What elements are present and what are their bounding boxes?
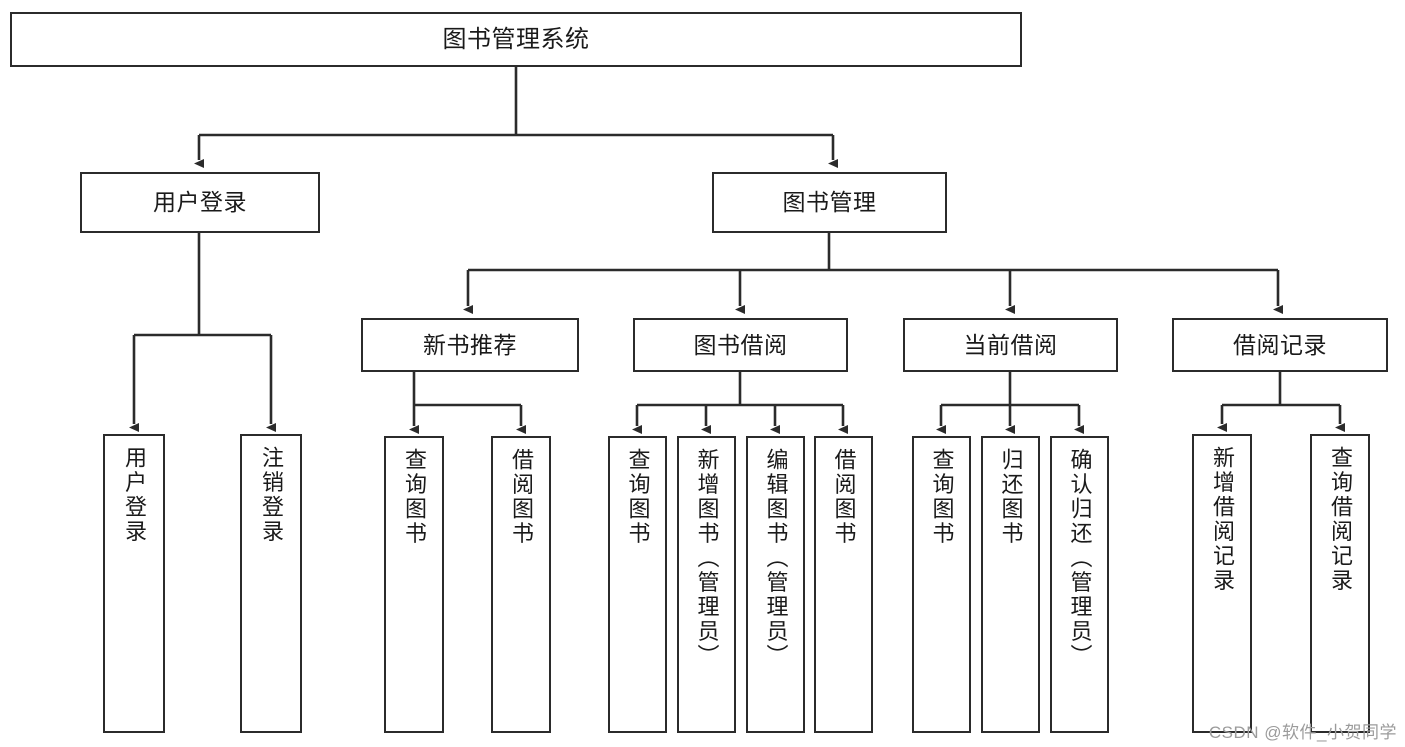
node-label: 新书推荐 bbox=[423, 331, 517, 358]
node-leaf-confirm-return[interactable]: 确认归还（管理员） bbox=[1050, 436, 1109, 733]
edge-group-current-borrow bbox=[936, 372, 1084, 434]
node-leaf-borrow-book-1[interactable]: 借阅图书 bbox=[491, 436, 551, 733]
node-label: 图书管理 bbox=[782, 189, 877, 216]
node-label: 借阅记录 bbox=[1233, 331, 1327, 358]
csdn-watermark: CSDN @软件_小贺同学 bbox=[1208, 723, 1397, 742]
node-label: 注销登录 bbox=[258, 446, 284, 544]
node-label: 编辑图书（管理员） bbox=[763, 448, 789, 669]
node-label: 新增借阅记录 bbox=[1209, 446, 1235, 593]
node-leaf-query-book-1[interactable]: 查询图书 bbox=[384, 436, 444, 733]
node-label: 确认归还（管理员） bbox=[1067, 448, 1093, 669]
node-leaf-add-record[interactable]: 新增借阅记录 bbox=[1192, 434, 1252, 733]
node-label: 借阅图书 bbox=[508, 448, 534, 546]
edge-group-book-manage bbox=[463, 233, 1283, 314]
node-book-manage[interactable]: 图书管理 bbox=[712, 172, 947, 233]
node-leaf-return-book[interactable]: 归还图书 bbox=[981, 436, 1040, 733]
node-label: 当前借阅 bbox=[963, 331, 1058, 358]
node-leaf-user-login[interactable]: 用户登录 bbox=[103, 434, 165, 733]
node-user-login[interactable]: 用户登录 bbox=[80, 172, 320, 233]
node-book-borrow[interactable]: 图书借阅 bbox=[633, 318, 848, 372]
node-label: 查询借阅记录 bbox=[1327, 446, 1353, 593]
node-current-borrow[interactable]: 当前借阅 bbox=[903, 318, 1118, 372]
node-label: 用户登录 bbox=[121, 446, 147, 544]
node-label: 图书管理系统 bbox=[442, 25, 590, 53]
node-label: 新增图书（管理员） bbox=[694, 448, 720, 669]
edge-group-user-login bbox=[129, 233, 276, 432]
node-label: 归还图书 bbox=[998, 448, 1024, 546]
node-label: 查询图书 bbox=[401, 448, 427, 546]
node-label: 查询图书 bbox=[929, 448, 955, 546]
edge-group-book-borrow bbox=[632, 372, 848, 434]
node-new-book-recommend[interactable]: 新书推荐 bbox=[361, 318, 579, 372]
node-label: 查询图书 bbox=[625, 448, 651, 546]
node-leaf-add-book[interactable]: 新增图书（管理员） bbox=[677, 436, 736, 733]
edge-group-new-book-recommend bbox=[409, 372, 526, 434]
edge-group-root bbox=[194, 67, 838, 168]
node-borrow-record[interactable]: 借阅记录 bbox=[1172, 318, 1388, 372]
node-leaf-query-book-2[interactable]: 查询图书 bbox=[608, 436, 667, 733]
node-leaf-query-record[interactable]: 查询借阅记录 bbox=[1310, 434, 1370, 733]
node-leaf-user-logout[interactable]: 注销登录 bbox=[240, 434, 302, 733]
node-leaf-edit-book[interactable]: 编辑图书（管理员） bbox=[746, 436, 805, 733]
node-leaf-borrow-book-2[interactable]: 借阅图书 bbox=[814, 436, 873, 733]
node-leaf-query-book-3[interactable]: 查询图书 bbox=[912, 436, 971, 733]
node-label: 用户登录 bbox=[153, 189, 247, 216]
node-label: 借阅图书 bbox=[831, 448, 857, 546]
node-root-system[interactable]: 图书管理系统 bbox=[10, 12, 1022, 67]
edge-group-borrow-record bbox=[1217, 372, 1345, 432]
node-label: 图书借阅 bbox=[693, 331, 788, 358]
